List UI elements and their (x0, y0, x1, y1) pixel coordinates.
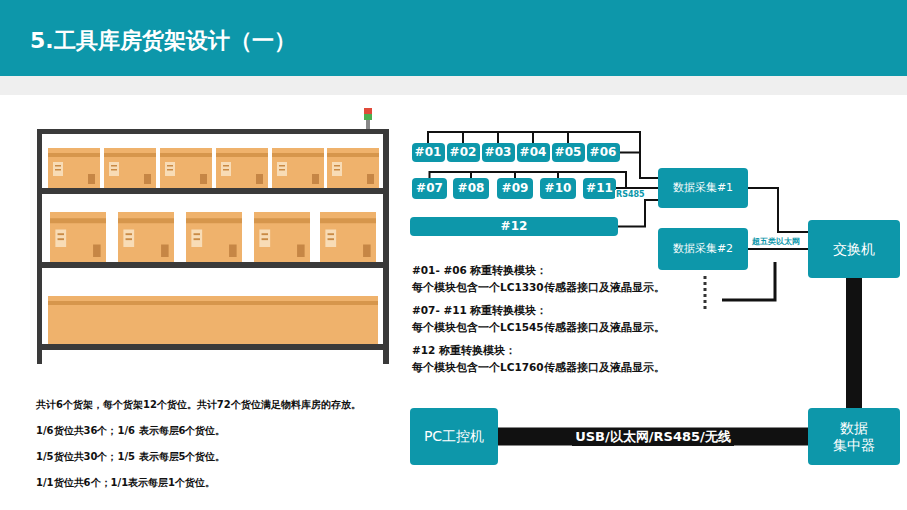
module-box: #01 (412, 143, 445, 162)
module-note: 每个模块包含一个LC1545传感器接口及液晶显示。 (412, 321, 665, 335)
storage-note: 共计6个货架，每个货架12个货位。共计72个货位满足物料库房的存放。 (36, 398, 361, 412)
module-note: 每个模块包含一个LC1760传感器接口及液晶显示。 (412, 361, 665, 375)
storage-note: 1/1货位共6个；1/1表示每层1个货位。 (36, 476, 215, 490)
module-note: #07- #11 称重转换模块： (412, 304, 548, 318)
node-label: #10 (545, 181, 572, 195)
module-band: #12 (410, 217, 618, 236)
concentrator-box: 数据 集中器 (808, 408, 900, 465)
module-note: #12 称重转换模块： (412, 344, 516, 358)
collector-box: 数据采集#2 (658, 228, 748, 270)
module-box: #07 (412, 178, 447, 199)
module-box: #09 (497, 178, 533, 199)
connector (846, 278, 862, 408)
module-box: #04 (517, 143, 550, 162)
connector (748, 188, 808, 232)
pc-box: PC工控机 (410, 408, 498, 465)
connector-label: RS485 (615, 190, 646, 199)
module-box: #02 (447, 143, 480, 162)
page-title: 5.工具库房货架设计（一） (30, 26, 296, 56)
module-box: #11 (583, 178, 616, 199)
node-label: #09 (502, 181, 529, 195)
node-label: #11 (586, 181, 613, 195)
connector (748, 248, 808, 250)
node-label: 交换机 (833, 241, 875, 258)
switch-box: 交换机 (808, 220, 900, 278)
connector (618, 200, 658, 227)
node-label: #04 (520, 145, 547, 159)
module-box: #03 (482, 143, 515, 162)
connector (498, 428, 808, 446)
connector (616, 187, 658, 189)
header-band (0, 76, 907, 95)
node-label: #12 (501, 219, 528, 233)
shelf-illustration (37, 108, 389, 364)
storage-note: 1/5货位共30个；1/5 表示每层5个货位。 (36, 450, 226, 464)
node-label: #01 (415, 145, 442, 159)
node-label: #08 (458, 181, 485, 195)
module-box: #08 (453, 178, 489, 199)
node-label: #03 (485, 145, 512, 159)
node-label: 数据采集#1 (673, 181, 733, 194)
node-label: 数据 集中器 (833, 420, 875, 454)
node-label: PC工控机 (424, 428, 484, 445)
node-label: #07 (416, 181, 443, 195)
header-bar (0, 0, 907, 76)
module-box: #10 (540, 178, 576, 199)
connector-label: 超五类以太网 (751, 236, 801, 247)
connector-label: USB/以太网/RS485/无线 (572, 428, 734, 446)
module-box: #05 (552, 143, 585, 162)
node-label: 数据采集#2 (673, 242, 733, 255)
node-label: #06 (590, 145, 617, 159)
node-label: #05 (555, 145, 582, 159)
node-label: #02 (450, 145, 477, 159)
module-note: #01- #06 称重转换模块： (412, 264, 548, 278)
module-note: 每个模块包含一个LC1330传感器接口及液晶显示。 (412, 281, 665, 295)
storage-note: 1/6货位共36个；1/6 表示每层6个货位。 (36, 424, 226, 438)
collector-box: 数据采集#1 (658, 168, 748, 208)
module-box: #06 (587, 143, 620, 162)
